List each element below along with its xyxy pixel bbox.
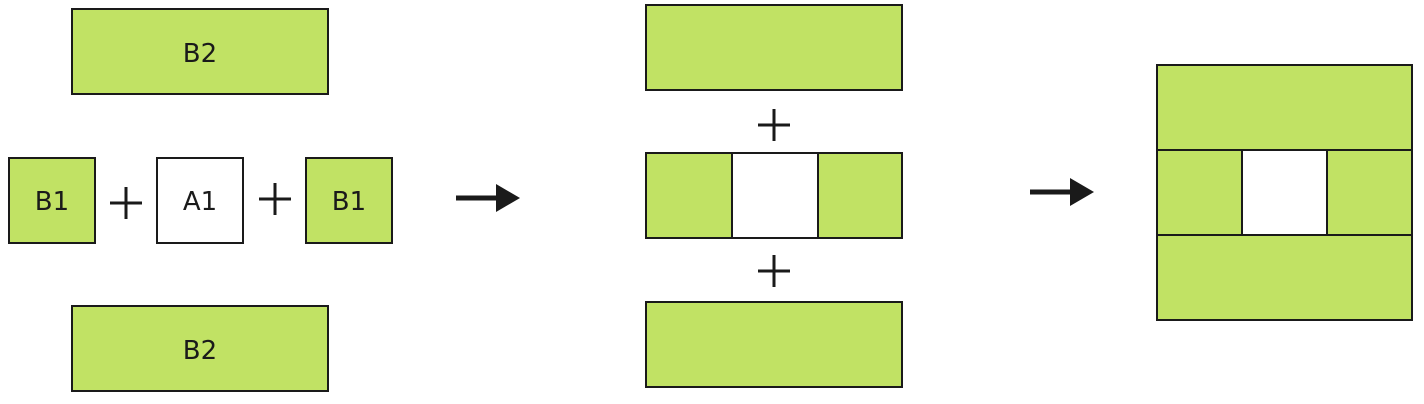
block-a1 [156, 157, 244, 244]
assembled-middle-center [1241, 149, 1328, 236]
row-middle-right [817, 152, 903, 239]
block-b1-right [305, 157, 393, 244]
row-top [645, 4, 903, 91]
block-b2-bottom [71, 305, 329, 392]
block-b1-right-label: B1 [332, 187, 366, 217]
row-middle [645, 152, 903, 239]
block-b1-left-label: B1 [35, 187, 69, 217]
block-b2-top-label: B2 [183, 39, 217, 69]
assembled-middle-right [1326, 149, 1413, 236]
row-middle-left [645, 152, 733, 239]
block-a1-label: A1 [183, 187, 217, 217]
plus-icon-3 [758, 109, 790, 141]
assembled-middle-left [1156, 149, 1243, 236]
row-bottom [645, 301, 903, 388]
arrow-right-icon-1 [456, 184, 520, 212]
block-b2-top [71, 8, 329, 95]
plus-icon-2 [259, 183, 291, 215]
block-b1-left [8, 157, 96, 244]
block-b2-bottom-label: B2 [183, 336, 217, 366]
stage-2-rows [645, 4, 903, 388]
arrow-right-icon-2 [1030, 178, 1094, 206]
stage-1-pieces: B2 B1 A1 B1 B2 [8, 8, 393, 392]
plus-icon-1 [110, 187, 142, 219]
plus-icon-4 [758, 255, 790, 287]
stage-3-assembled [1156, 64, 1413, 321]
assembled-top [1156, 64, 1413, 151]
row-middle-center [731, 152, 819, 239]
assembled-bottom [1156, 234, 1413, 321]
